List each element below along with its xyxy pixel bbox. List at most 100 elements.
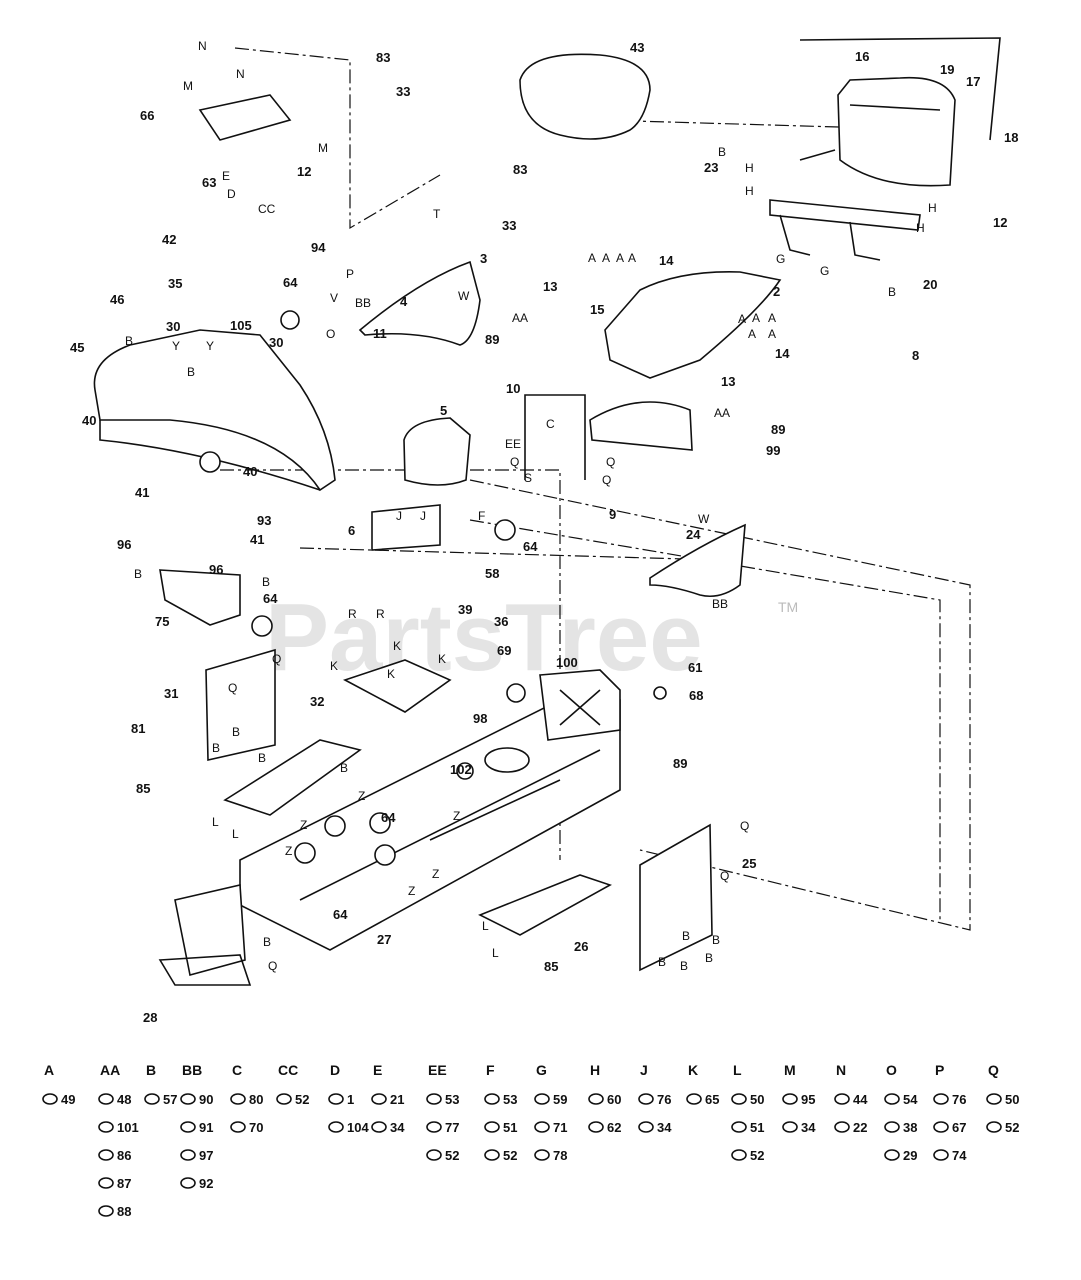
legend-key: E bbox=[373, 1062, 382, 1078]
fuel-tank bbox=[403, 417, 471, 486]
mounting-plate bbox=[342, 659, 452, 713]
legend-part-number: 34 bbox=[801, 1120, 816, 1135]
hardware-icon bbox=[782, 1093, 798, 1105]
callout-100: 100 bbox=[556, 655, 578, 670]
hardware-icon bbox=[588, 1121, 604, 1133]
legend-part-number: 48 bbox=[117, 1092, 131, 1107]
watermark-tm: TM bbox=[778, 599, 798, 615]
fastener-letter-B: B bbox=[340, 761, 348, 775]
callout-93: 93 bbox=[257, 513, 271, 528]
callout-14: 14 bbox=[775, 346, 790, 361]
hardware-icon bbox=[834, 1121, 850, 1133]
legend-column-B: B57 bbox=[144, 1062, 177, 1107]
hardware-icon bbox=[884, 1121, 900, 1133]
callout-11: 11 bbox=[373, 326, 387, 341]
steering-support bbox=[159, 569, 241, 626]
fastener-letter-BB: BB bbox=[355, 296, 371, 310]
fastener-letter-M: M bbox=[183, 79, 193, 93]
legend-part-number: 92 bbox=[199, 1176, 213, 1191]
hardware-icon bbox=[328, 1093, 344, 1105]
fastener-letter-Q: Q bbox=[740, 819, 749, 833]
seat-pan bbox=[837, 76, 956, 187]
callout-27: 27 bbox=[377, 932, 391, 947]
fastener-letter-K: K bbox=[330, 659, 338, 673]
legend-part-number: 54 bbox=[903, 1092, 918, 1107]
fastener-letter-L: L bbox=[482, 919, 489, 933]
legend-part-number: 70 bbox=[249, 1120, 263, 1135]
fastener-letter-Y: Y bbox=[206, 339, 214, 353]
fastener-letter-L: L bbox=[232, 827, 239, 841]
legend-part-number: 71 bbox=[553, 1120, 567, 1135]
hardware-icon bbox=[686, 1093, 702, 1105]
legend-key: B bbox=[146, 1062, 156, 1078]
legend-key: C bbox=[232, 1062, 242, 1078]
legend-part-number: 60 bbox=[607, 1092, 621, 1107]
hardware-icon bbox=[484, 1149, 500, 1161]
callout-64: 64 bbox=[263, 591, 278, 606]
fastener-letter-L: L bbox=[492, 946, 499, 960]
callout-3: 3 bbox=[480, 251, 487, 266]
callout-85: 85 bbox=[136, 781, 150, 796]
callout-45: 45 bbox=[70, 340, 84, 355]
fastener-letter-B: B bbox=[258, 751, 266, 765]
callout-85: 85 bbox=[544, 959, 558, 974]
callout-94: 94 bbox=[311, 240, 326, 255]
callout-89: 89 bbox=[771, 422, 785, 437]
hardware-icon bbox=[98, 1121, 114, 1133]
fastener-letter-B: B bbox=[262, 575, 270, 589]
seat-bracket bbox=[769, 199, 921, 261]
legend-part-number: 95 bbox=[801, 1092, 815, 1107]
fastener-letter-B: B bbox=[680, 959, 688, 973]
legend-part-number: 52 bbox=[295, 1092, 309, 1107]
legend-part-number: 104 bbox=[347, 1120, 369, 1135]
legend-part-number: 34 bbox=[657, 1120, 672, 1135]
legend-part-number: 52 bbox=[503, 1148, 517, 1163]
legend-part-number: 97 bbox=[199, 1148, 213, 1163]
legend-key: Q bbox=[988, 1062, 999, 1078]
hardware-icon bbox=[731, 1121, 747, 1133]
callout-64: 64 bbox=[283, 275, 298, 290]
hardware-icon bbox=[426, 1093, 442, 1105]
legend-part-number: 51 bbox=[503, 1120, 517, 1135]
callout-28: 28 bbox=[143, 1010, 157, 1025]
callout-32: 32 bbox=[310, 694, 324, 709]
legend-part-number: 21 bbox=[390, 1092, 404, 1107]
legend-key: K bbox=[688, 1062, 698, 1078]
frame-cutout bbox=[484, 747, 530, 773]
callout-40: 40 bbox=[82, 413, 96, 428]
front-step bbox=[158, 884, 252, 986]
callout-66: 66 bbox=[140, 108, 154, 123]
callout-64: 64 bbox=[333, 907, 348, 922]
fastener-letter-O: O bbox=[326, 327, 335, 341]
dash-panel bbox=[93, 329, 336, 492]
side-panel-left bbox=[358, 260, 481, 346]
hardware-legend: A49AA48101868788B57BB90919792C8070CC52D1… bbox=[42, 1062, 1019, 1219]
hardware-icon bbox=[180, 1177, 196, 1189]
fastener-letter-S: S bbox=[524, 471, 532, 485]
callout-64: 64 bbox=[523, 539, 538, 554]
fastener-letter-A: A bbox=[616, 251, 624, 265]
fastener-letter-B: B bbox=[658, 955, 666, 969]
callout-89: 89 bbox=[673, 756, 687, 771]
fastener-letter-C: C bbox=[546, 417, 555, 431]
fastener-letter-Z: Z bbox=[285, 844, 292, 858]
fastener-letter-L: L bbox=[212, 815, 219, 829]
callout-89: 89 bbox=[485, 332, 499, 347]
seat-support-lines bbox=[799, 37, 1001, 161]
callout-83: 83 bbox=[513, 162, 527, 177]
dash-gauge bbox=[199, 451, 221, 473]
callout-9: 9 bbox=[609, 507, 616, 522]
callout-31: 31 bbox=[164, 686, 178, 701]
legend-key: G bbox=[536, 1062, 547, 1078]
callout-42: 42 bbox=[162, 232, 176, 247]
fastener-letter-P: P bbox=[346, 267, 354, 281]
fastener-letter-A: A bbox=[738, 312, 746, 326]
callout-41: 41 bbox=[250, 532, 264, 547]
callout-36: 36 bbox=[494, 614, 508, 629]
fastener-letter-Q: Q bbox=[720, 869, 729, 883]
fastener-letter-V: V bbox=[330, 291, 338, 305]
